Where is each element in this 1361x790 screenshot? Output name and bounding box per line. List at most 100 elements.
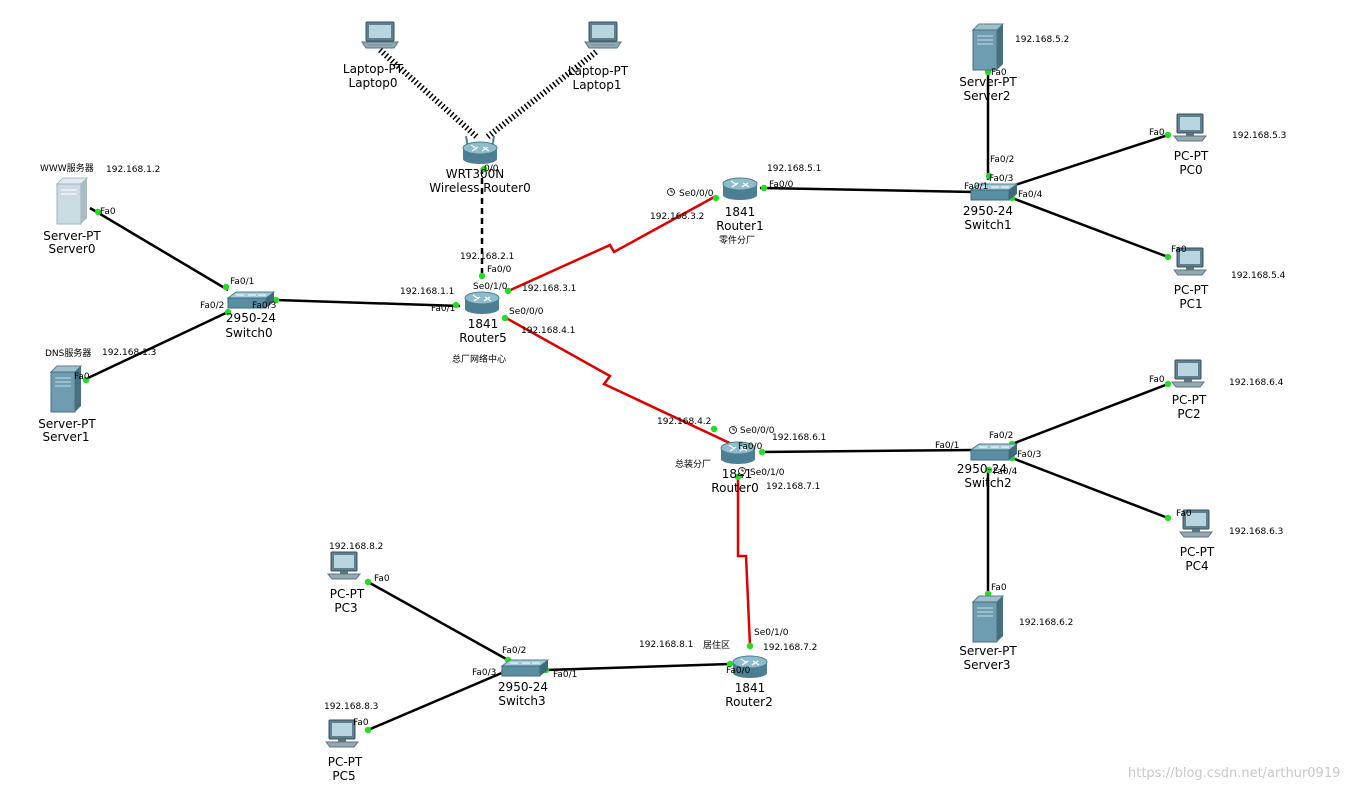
serial-link-router0-router2 — [736, 476, 752, 647]
switch0-name: Switch0 — [225, 326, 272, 340]
server1-model: Server-PT — [38, 417, 96, 431]
wrouter0-name: Wireless Router0 — [429, 181, 530, 195]
ip-router1-se000: 192.168.3.2 — [650, 212, 704, 222]
note-parts-plant: 零件分厂 — [719, 234, 755, 246]
clock-icon — [738, 467, 746, 475]
port-server3-fa0: Fa0 — [991, 583, 1007, 593]
server-icon — [972, 595, 1004, 643]
port-wrouter0-00: 0/0 — [484, 164, 499, 174]
link-up-dot — [760, 184, 768, 192]
port-switch1-fa04: Fa0/4 — [1018, 190, 1043, 200]
note-residential: 居住区 — [703, 639, 730, 651]
port-router1-se000: Se0/0/0 — [679, 189, 714, 199]
ip-router5-se000: 192.168.4.1 — [521, 326, 575, 336]
note-assembly-plant: 总装分厂 — [675, 458, 711, 470]
port-router0-fa00: Fa0/0 — [738, 442, 763, 452]
device-server0[interactable] — [56, 177, 88, 225]
device-router1[interactable] — [722, 177, 758, 201]
link-router1-switch1 — [759, 186, 976, 194]
device-server2[interactable] — [972, 23, 1004, 71]
port-pc1-fa0: Fa0 — [1171, 245, 1187, 255]
device-switch2[interactable] — [970, 443, 1018, 461]
port-router1-fa00: Fa0/0 — [769, 180, 794, 190]
device-laptop0[interactable] — [361, 21, 399, 49]
pc5-model: PC-PT — [328, 755, 363, 769]
ip-pc4: 192.168.6.3 — [1229, 527, 1283, 537]
ip-server3: 192.168.6.2 — [1019, 618, 1073, 628]
link-up-dot — [1164, 514, 1172, 522]
laptop-icon — [584, 21, 622, 49]
device-pc3[interactable] — [327, 551, 361, 580]
port-router0-se010: Se0/1/0 — [750, 468, 785, 478]
link-pc5-switch3 — [367, 670, 505, 732]
link-up-dot — [504, 287, 512, 295]
port-switch1-fa03: Fa0/3 — [989, 174, 1013, 184]
port-router5-se010: Se0/1/0 — [473, 282, 508, 292]
pc1-name: PC1 — [1179, 297, 1202, 311]
link-up-dot — [272, 296, 280, 304]
server0-model: Server-PT — [43, 229, 101, 243]
pc5-name: PC5 — [332, 769, 355, 783]
port-pc3-fa0: Fa0 — [374, 574, 390, 584]
ip-router0-se010: 192.168.7.1 — [766, 482, 820, 492]
note-dns-server: DNS服务器 — [45, 347, 91, 359]
ip-router2-fa00: 192.168.8.1 — [639, 640, 693, 650]
port-switch1-fa02: Fa0/2 — [990, 155, 1014, 165]
port-switch3-fa02: Fa0/2 — [502, 646, 526, 656]
port-switch2-fa04: Fa0/4 — [993, 467, 1018, 477]
link-switch1-pc0 — [1011, 133, 1169, 188]
link-router0-switch2 — [759, 448, 976, 454]
link-up-dot — [734, 473, 742, 481]
port-pc5-fa0: Fa0 — [353, 718, 369, 728]
laptop1-name: Laptop1 — [573, 78, 622, 92]
link-up-dot — [480, 165, 488, 173]
pc1-model: PC-PT — [1174, 283, 1209, 297]
clock-icon — [667, 188, 675, 196]
switch2-name: Switch2 — [964, 476, 1011, 490]
switch-icon — [501, 659, 549, 677]
device-switch3[interactable] — [501, 659, 549, 677]
pc2-name: PC2 — [1177, 407, 1200, 421]
server2-model: Server-PT — [959, 75, 1017, 89]
pc2-model: PC-PT — [1172, 393, 1207, 407]
device-pc2[interactable] — [1171, 359, 1205, 388]
device-wireless-router0[interactable] — [463, 136, 497, 164]
link-switch2-pc2 — [1011, 382, 1169, 446]
router1-model: 1841 — [725, 205, 756, 219]
watermark: https://blog.csdn.net/arthur0919 — [1128, 766, 1340, 781]
link-up-dot — [1164, 253, 1172, 261]
port-switch0-fa03: Fa0/3 — [252, 301, 276, 311]
switch1-model: 2950-24 — [963, 204, 1013, 218]
link-up-dot — [222, 283, 230, 291]
device-pc0[interactable] — [1173, 113, 1207, 142]
link-status-dots — [82, 68, 1172, 734]
router2-model: 1841 — [735, 681, 766, 695]
link-up-dot — [710, 425, 718, 433]
laptop-icon — [361, 21, 399, 49]
ip-router1-fa00: 192.168.5.1 — [767, 164, 821, 174]
pc3-name: PC3 — [334, 601, 357, 615]
port-switch1-fa01: Fa0/1 — [964, 182, 988, 192]
link-up-dot — [452, 301, 460, 309]
link-up-dot — [501, 314, 509, 322]
port-router0-se000: Se0/0/0 — [740, 426, 775, 436]
port-switch0-fa01: Fa0/1 — [230, 277, 254, 287]
wireless-link-laptop1 — [484, 49, 598, 141]
port-router2-se010: Se0/1/0 — [754, 628, 789, 638]
port-router5-fa01: Fa0/1 — [431, 304, 455, 314]
port-router5-se000: Se0/0/0 — [509, 307, 544, 317]
ip-router5-se010: 192.168.3.1 — [522, 284, 576, 294]
switch-icon — [970, 443, 1018, 461]
server0-name: Server0 — [49, 242, 96, 256]
laptop0-model: Laptop-PT — [343, 62, 404, 76]
link-switch1-pc1 — [1011, 196, 1169, 259]
server1-name: Server1 — [43, 430, 90, 444]
device-server3[interactable] — [972, 595, 1004, 643]
device-laptop1[interactable] — [584, 21, 622, 49]
port-server2-fa0: Fa0 — [991, 68, 1007, 78]
port-switch2-fa03: Fa0/3 — [1017, 450, 1041, 460]
link-up-dot — [364, 726, 372, 734]
ip-router0-fa00: 192.168.6.1 — [772, 433, 826, 443]
device-router5[interactable] — [464, 291, 500, 315]
